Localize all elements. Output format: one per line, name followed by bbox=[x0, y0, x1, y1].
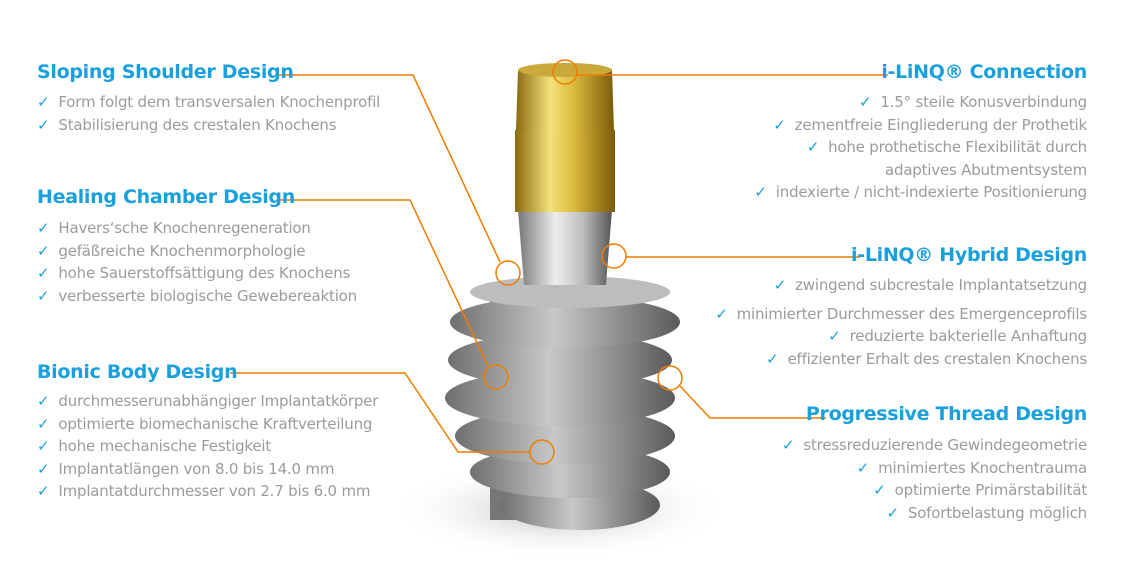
list-item: ✓gefäßreiche Knochenmorphologie bbox=[37, 241, 306, 260]
list-item: ✓Implantatdurchmesser von 2.7 bis 6.0 mm bbox=[37, 482, 371, 500]
list-item: ✓effizienter Erhalt des crestalen Knoche… bbox=[766, 349, 1087, 368]
list-item: ✓Sofortbelastung möglich bbox=[886, 503, 1088, 522]
list-item: ✓indexierte / nicht-indexierte Positioni… bbox=[754, 183, 1087, 201]
abutment-base bbox=[515, 130, 615, 212]
check-icon: ✓ bbox=[37, 219, 50, 237]
list-item: ✓hohe mechanische Festigkeit bbox=[37, 437, 272, 455]
check-icon: ✓ bbox=[37, 437, 50, 455]
progressive-thread-list: ✓stressreduzierende Gewindegeometrie ✓mi… bbox=[782, 434, 1087, 524]
check-icon: ✓ bbox=[37, 392, 50, 410]
check-icon: ✓ bbox=[754, 183, 767, 201]
check-icon: ✓ bbox=[886, 503, 900, 522]
bionic-body-list: ✓durchmesserunabhängiger Implantatkörper… bbox=[37, 390, 378, 503]
healing-chamber-list: ✓Havers‘sche Knochenregeneration ✓gefäßr… bbox=[37, 217, 357, 307]
check-icon: ✓ bbox=[856, 458, 870, 477]
check-icon: ✓ bbox=[806, 138, 820, 156]
check-icon: ✓ bbox=[715, 304, 728, 323]
abutment-hex bbox=[516, 70, 614, 130]
list-item: ✓minimiertes Knochentrauma bbox=[856, 458, 1087, 477]
list-item: ✓Implantatlängen von 8.0 bis 14.0 mm bbox=[37, 459, 335, 478]
list-item: ✓stressreduzierende Gewindegeometrie bbox=[782, 436, 1087, 454]
ilinq-hybrid-list: ✓zwingend subcrestale Implantatsetzung ✓… bbox=[715, 274, 1087, 370]
list-item: ✓verbesserte biologische Gewebereaktion bbox=[37, 286, 357, 305]
implant-collar bbox=[518, 210, 612, 285]
check-icon: ✓ bbox=[37, 264, 50, 282]
ilinq-hybrid-title: i-LiNQ® Hybrid Design bbox=[851, 244, 1087, 266]
list-item: ✓Stabilisierung des crestalen Knochens bbox=[37, 115, 337, 134]
healing-chamber-title: Healing Chamber Design bbox=[37, 186, 295, 208]
list-item: ✓optimierte biomechanische Kraftverteilu… bbox=[37, 414, 373, 433]
progressive-thread-title: Progressive Thread Design bbox=[805, 403, 1087, 425]
check-icon: ✓ bbox=[37, 286, 50, 305]
list-item: ✓minimierter Durchmesser des Emergencepr… bbox=[715, 304, 1087, 323]
sloping-shoulder-list: ✓Form folgt dem transversalen Knochenpro… bbox=[37, 91, 380, 136]
list-item: ✓optimierte Primärstabilität bbox=[873, 481, 1087, 499]
list-item: ✓zwingend subcrestale Implantatsetzung bbox=[773, 276, 1087, 294]
check-icon: ✓ bbox=[773, 115, 786, 134]
check-icon: ✓ bbox=[37, 482, 50, 500]
sloping-shoulder-title: Sloping Shoulder Design bbox=[37, 61, 294, 83]
leader-lines bbox=[230, 59, 888, 465]
list-item: ✓durchmesserunabhängiger Implantatkörper bbox=[37, 392, 379, 410]
list-item: ✓Form folgt dem transversalen Knochenpro… bbox=[37, 93, 381, 111]
check-icon: ✓ bbox=[828, 327, 841, 345]
check-icon: ✓ bbox=[873, 481, 886, 499]
ilinq-connection-title: i-LiNQ® Connection bbox=[881, 61, 1087, 83]
check-icon: ✓ bbox=[37, 459, 50, 478]
list-item: ✓zementfreie Eingliederung der Prothetik bbox=[773, 115, 1087, 134]
check-icon: ✓ bbox=[859, 93, 872, 111]
check-icon: ✓ bbox=[37, 241, 50, 260]
check-icon: ✓ bbox=[37, 414, 50, 433]
check-icon: ✓ bbox=[37, 93, 50, 111]
implant-body bbox=[445, 276, 680, 530]
list-item: ✓hohe Sauerstoffsättigung des Knochens bbox=[37, 264, 351, 282]
list-item: ✓1.5° steile Konusverbindung bbox=[859, 93, 1087, 111]
check-icon: ✓ bbox=[37, 115, 50, 134]
check-icon: ✓ bbox=[782, 436, 795, 454]
list-item: ✓hohe prothetische Flexibilität durch bbox=[806, 138, 1088, 156]
check-icon: ✓ bbox=[773, 276, 787, 294]
list-item: adaptives Abutmentsystem bbox=[885, 160, 1087, 179]
ilinq-connection-list: ✓1.5° steile Konusverbindung ✓zementfrei… bbox=[754, 91, 1087, 204]
list-item: ✓reduzierte bakterielle Anhaftung bbox=[828, 327, 1087, 345]
bionic-body-title: Bionic Body Design bbox=[37, 361, 238, 383]
check-icon: ✓ bbox=[766, 349, 779, 368]
list-item: ✓Havers‘sche Knochenregeneration bbox=[37, 219, 311, 237]
